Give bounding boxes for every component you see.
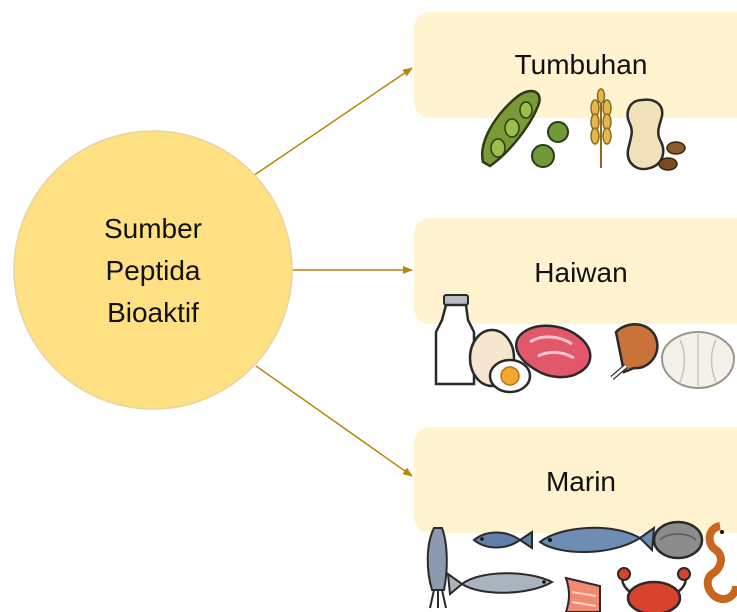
category-marin: Marin — [414, 427, 737, 533]
category-label-tumbuhan: Tumbuhan — [515, 49, 648, 80]
peanut-icon — [628, 100, 664, 169]
seahorse-icon — [708, 526, 736, 599]
central-node: Sumber Peptida Bioaktif — [14, 131, 292, 409]
central-line-1: Sumber — [104, 213, 202, 244]
squid-icon — [428, 528, 447, 608]
wheat-icon — [591, 89, 611, 168]
garlic-bulb-icon — [662, 332, 734, 388]
category-tumbuhan: Tumbuhan — [414, 12, 737, 118]
crab-icon — [618, 568, 690, 612]
salmon-fillet-icon — [566, 578, 600, 612]
oyster-icon — [654, 522, 702, 558]
arrow-to-tumbuhan — [253, 68, 412, 176]
fish-icon — [474, 532, 532, 548]
boiled-egg-icon — [490, 360, 530, 392]
chicken-drumstick-icon — [612, 324, 657, 378]
arrow-to-marin — [256, 366, 412, 476]
green-pea-icon — [532, 122, 568, 167]
central-line-3: Bioaktif — [107, 297, 199, 328]
category-label-haiwan: Haiwan — [534, 257, 627, 288]
central-line-2: Peptida — [106, 255, 201, 286]
category-label-marin: Marin — [546, 466, 616, 497]
sardine-icon — [448, 573, 552, 594]
